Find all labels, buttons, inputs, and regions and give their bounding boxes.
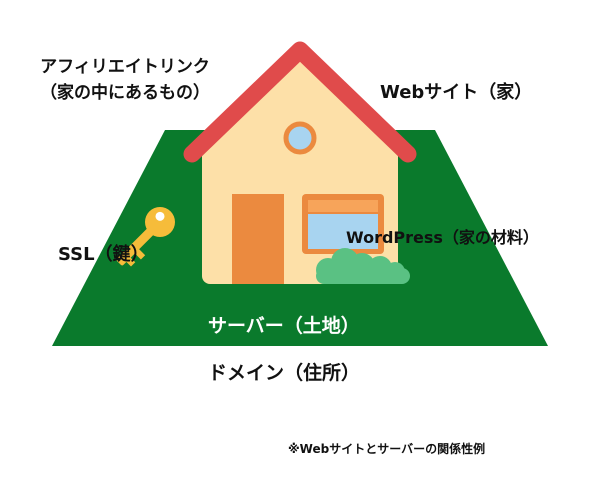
server-label: サーバー（土地） bbox=[208, 315, 360, 337]
round-window bbox=[283, 121, 317, 155]
window-blind bbox=[308, 200, 378, 212]
wordpress-label: WordPress（家の材料） bbox=[346, 228, 539, 247]
house-icon bbox=[183, 41, 417, 284]
affiliate-label-line1: アフィリエイトリンク bbox=[40, 57, 210, 77]
window-glass bbox=[308, 214, 378, 249]
door bbox=[232, 194, 284, 284]
house-roof bbox=[183, 41, 417, 163]
house-gable bbox=[202, 58, 398, 152]
website-label: Webサイト（家） bbox=[380, 82, 533, 103]
caption-note: ※Webサイトとサーバーの関係性例 bbox=[288, 442, 486, 456]
key-icon bbox=[116, 207, 175, 267]
bush-icon bbox=[316, 248, 410, 284]
ssl-label: SSL（鍵） bbox=[58, 244, 149, 265]
affiliate-label-line2: （家の中にあるもの） bbox=[40, 83, 210, 103]
affiliate-link-label: アフィリエイトリンク （家の中にあるもの） bbox=[40, 54, 210, 106]
domain-label: ドメイン（住所） bbox=[208, 362, 361, 384]
